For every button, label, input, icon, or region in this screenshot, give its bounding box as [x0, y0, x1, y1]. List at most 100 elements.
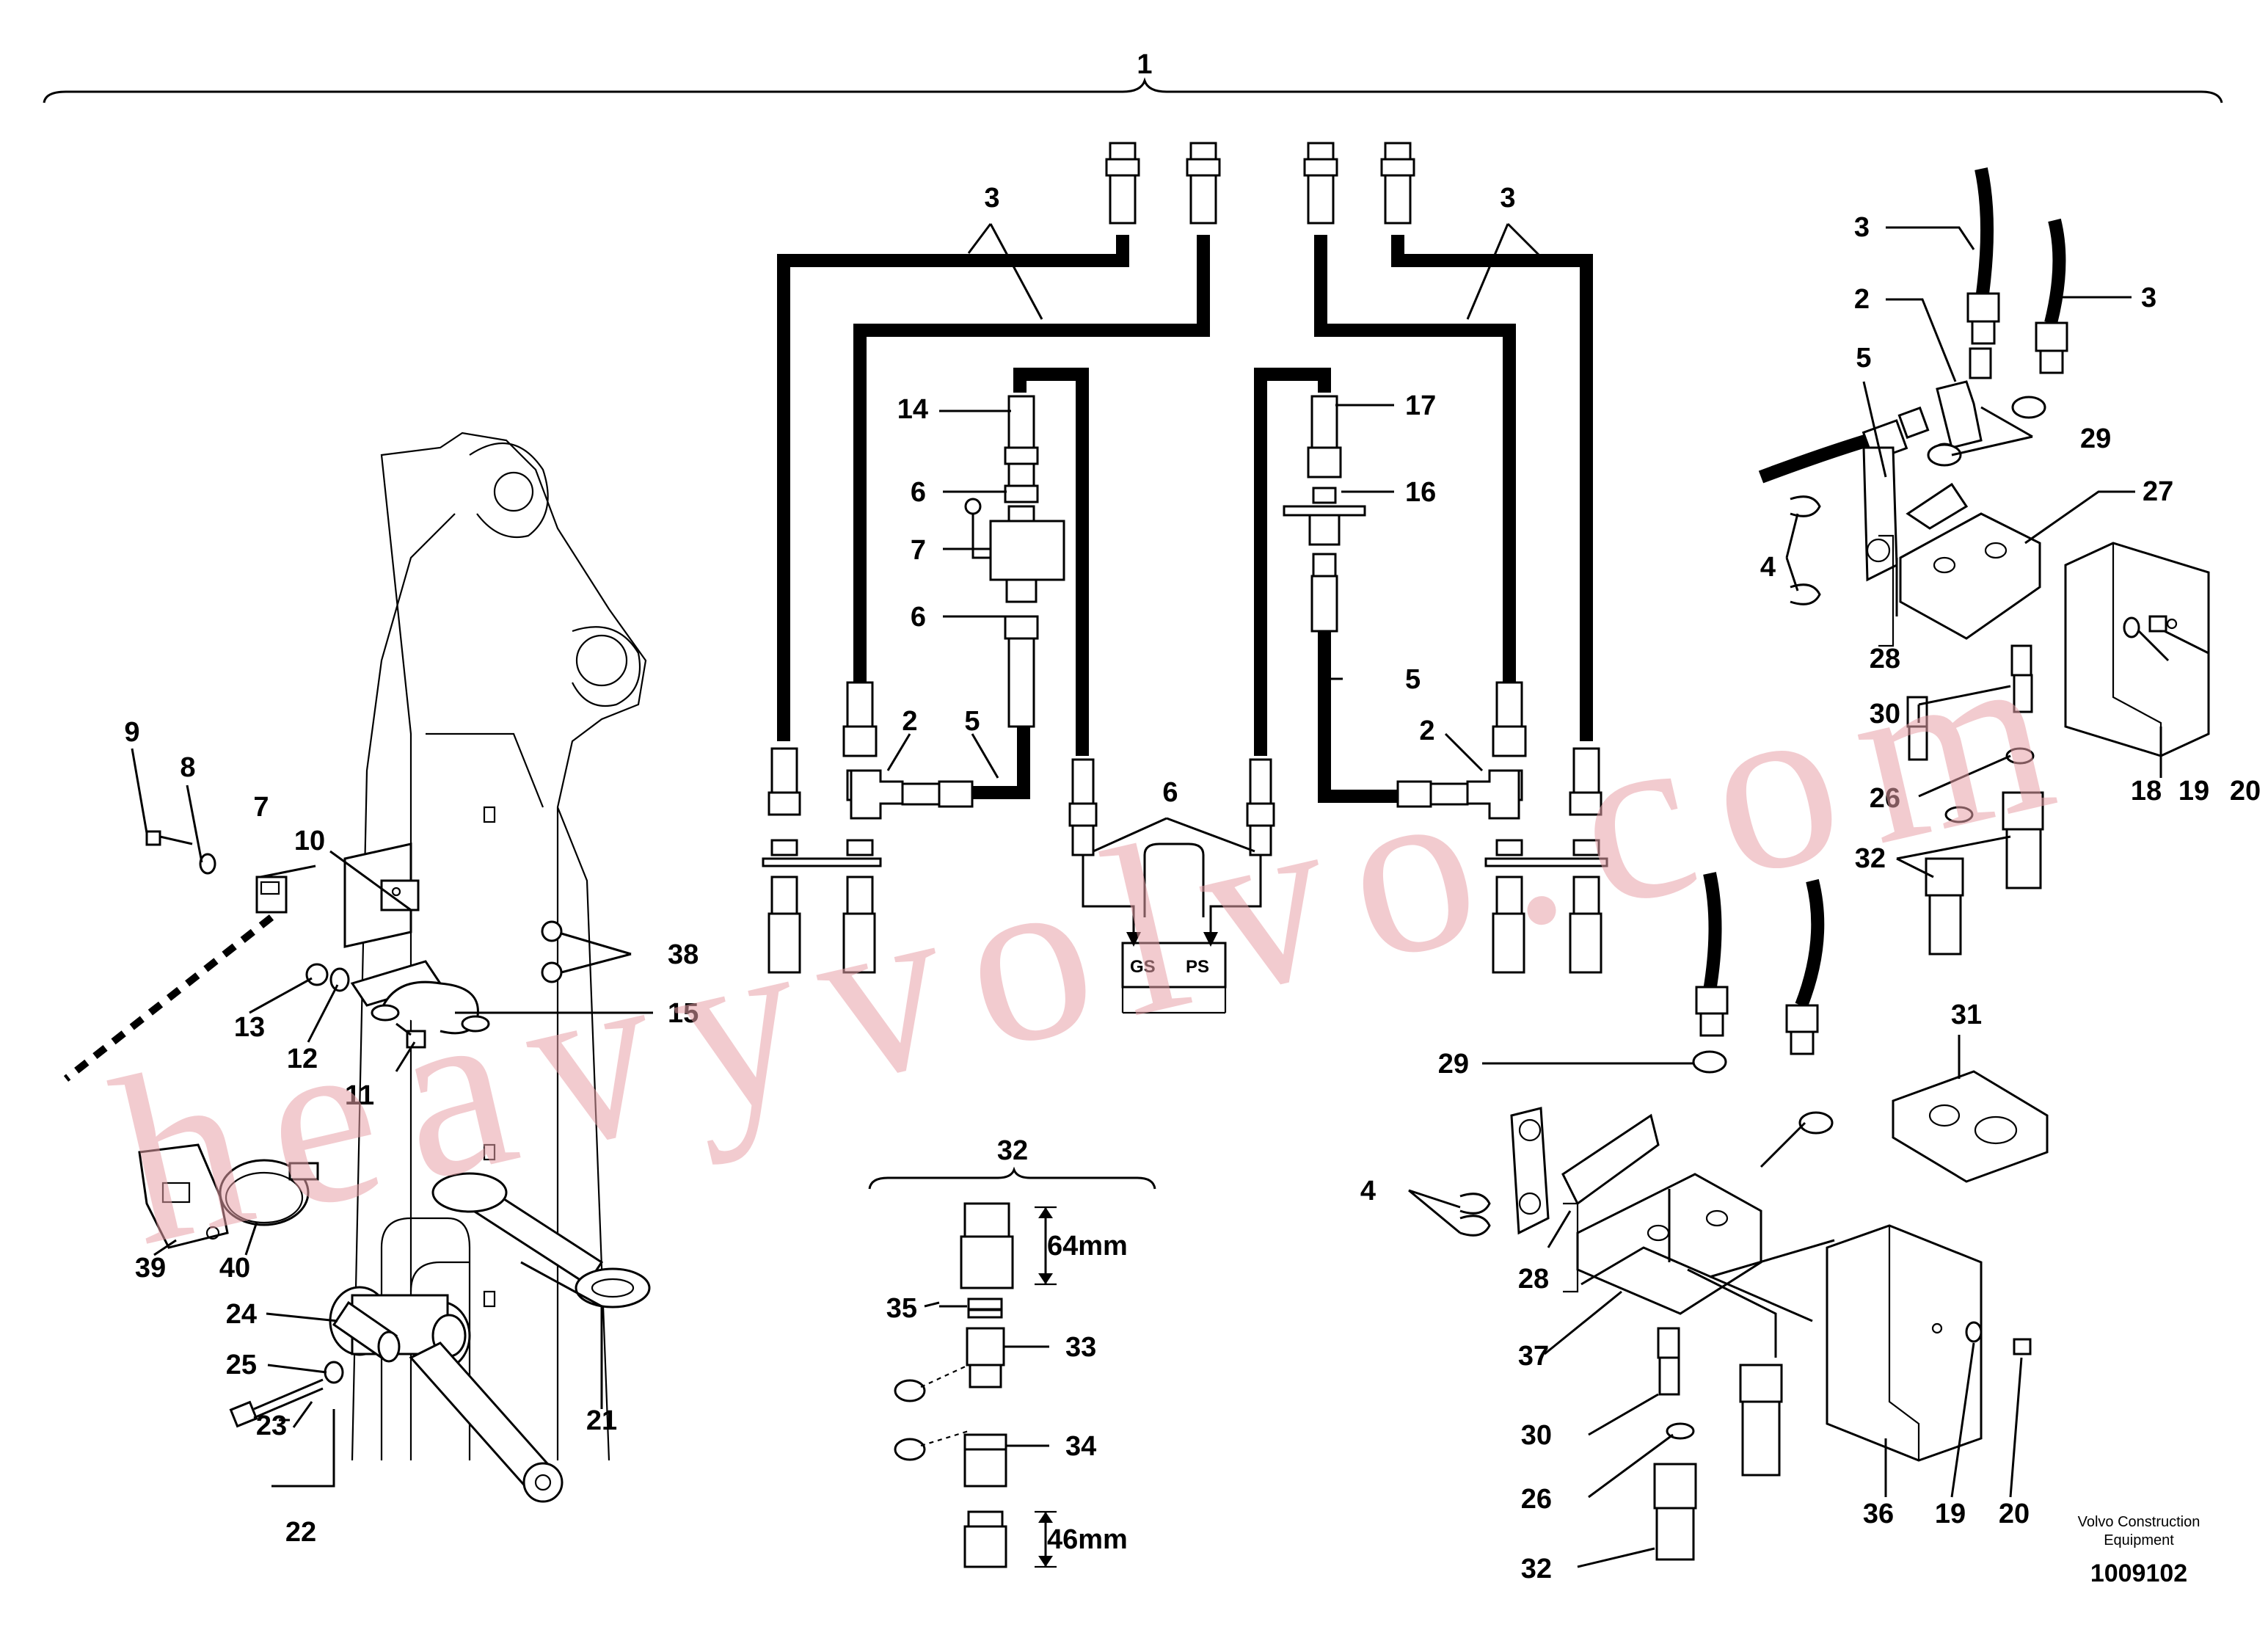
- callout-13: 13: [234, 1012, 265, 1043]
- pin-21: [431, 1172, 651, 1308]
- callout-30-lr: 30: [1521, 1420, 1552, 1451]
- callout-4-ur: 4: [1760, 552, 1776, 583]
- washer-12: [329, 967, 350, 992]
- callout-29-ur: 29: [2080, 423, 2111, 454]
- publisher-line1: Volvo Construction: [2078, 1514, 2200, 1530]
- callout-14: 14: [897, 394, 928, 425]
- callout-39: 39: [135, 1253, 166, 1284]
- callout-28-lr: 28: [1518, 1264, 1549, 1295]
- nuts-38: [541, 920, 563, 983]
- callout-19-ur: 19: [2178, 776, 2209, 807]
- bracket-10: [343, 842, 420, 948]
- publisher-block: Volvo Construction Equipment 1009102: [2078, 1514, 2200, 1587]
- valve-label-ps: PS: [1186, 957, 1209, 977]
- assembly-bracket: [43, 77, 2223, 103]
- callout-numbers: 1 3 3 3 3 2 5 29 27 4 28 30 26 32 18 19 …: [124, 49, 2261, 1584]
- right-lower-assembly: [1459, 872, 2049, 1561]
- callout-3-left: 3: [984, 183, 999, 214]
- valve-assembly-left: [964, 395, 1065, 728]
- callout-18: 18: [2131, 776, 2162, 807]
- callout-22: 22: [285, 1517, 316, 1548]
- callout-11: 11: [345, 1080, 374, 1111]
- callout-4-lr: 4: [1360, 1176, 1376, 1206]
- callout-2-ur: 2: [1854, 284, 1870, 315]
- callout-38: 38: [668, 939, 699, 970]
- callout-15: 15: [668, 998, 699, 1029]
- callout-6-upper: 6: [911, 477, 926, 508]
- callout-27: 27: [2143, 476, 2173, 507]
- valve-7-small: [255, 876, 288, 914]
- callout-30-ur: 30: [1870, 699, 1900, 729]
- top-hose-fittings: [1105, 142, 1415, 225]
- callout-1: 1: [1137, 49, 1152, 80]
- callout-5-right: 5: [1405, 664, 1421, 695]
- callout-8: 8: [180, 752, 195, 783]
- tee-fitting-2-right: [1396, 769, 1520, 820]
- control-valve-gs-ps: GS PS: [1068, 758, 1275, 1014]
- callout-32-lr: 32: [1521, 1554, 1552, 1584]
- coupling-detail-32: [868, 1166, 1156, 1568]
- callout-5-ur: 5: [1856, 343, 1871, 374]
- pin-24: [332, 1300, 401, 1363]
- right-upper-assembly: [1758, 167, 2210, 956]
- callout-26-ur: 26: [1870, 783, 1900, 814]
- callout-6-valve: 6: [1162, 777, 1178, 808]
- callout-16: 16: [1405, 477, 1436, 508]
- bolt-9: [145, 830, 193, 846]
- callout-3-right: 3: [1500, 183, 1515, 214]
- callout-20-ur: 20: [2230, 776, 2261, 807]
- leader-lines: [131, 222, 2209, 1568]
- callout-34: 34: [1065, 1431, 1096, 1462]
- callout-23: 23: [256, 1411, 287, 1441]
- valve-label-gs: GS: [1130, 957, 1156, 977]
- cylinder-clamp-assembly: [329, 1286, 564, 1503]
- clamp-15: [371, 980, 490, 1035]
- callout-2-right: 2: [1419, 716, 1434, 746]
- publisher-line2: Equipment: [2104, 1532, 2174, 1548]
- callout-3-ur-b: 3: [2141, 283, 2156, 313]
- detail-dashed-leader: [63, 914, 274, 1082]
- callout-17: 17: [1405, 390, 1436, 421]
- callout-35: 35: [886, 1293, 917, 1324]
- boom-arm-outline: [351, 432, 647, 1461]
- washer-8: [199, 853, 216, 875]
- callout-9: 9: [124, 717, 139, 748]
- nut-13: [305, 963, 329, 986]
- washer-25: [324, 1361, 344, 1384]
- dimension-lower: 46mm: [1047, 1524, 1128, 1555]
- callout-26-lr: 26: [1521, 1484, 1552, 1515]
- callout-2-left: 2: [902, 706, 917, 737]
- watermark-text: heavyvolvo.com: [94, 586, 2101, 1296]
- callout-29-lr: 29: [1438, 1049, 1469, 1080]
- callout-19-lr: 19: [1935, 1499, 1966, 1529]
- callout-31: 31: [1951, 1000, 1982, 1030]
- callout-20-lr: 20: [1999, 1499, 2030, 1529]
- callout-6-lower: 6: [911, 602, 926, 633]
- callout-33: 33: [1065, 1332, 1096, 1363]
- callout-36: 36: [1863, 1499, 1894, 1529]
- callout-32-detail: 32: [997, 1135, 1028, 1166]
- callout-7-small: 7: [253, 792, 269, 823]
- bolt-11: [395, 1022, 426, 1049]
- callout-37: 37: [1518, 1341, 1549, 1372]
- callout-24: 24: [226, 1299, 257, 1330]
- callout-40: 40: [219, 1253, 250, 1284]
- lower-hose-fittings-left: [762, 681, 882, 974]
- dimension-upper: 64mm: [1047, 1231, 1128, 1262]
- callout-5-left: 5: [964, 706, 980, 737]
- callout-21: 21: [586, 1405, 617, 1436]
- callout-12: 12: [287, 1044, 318, 1074]
- callout-10: 10: [294, 826, 325, 856]
- clamp-40: [219, 1159, 319, 1226]
- bracket-39: [138, 1143, 229, 1249]
- bolt-23: [229, 1378, 324, 1428]
- callout-3-ur-a: 3: [1854, 212, 1870, 243]
- fittings-right-17-16: [1283, 395, 1366, 633]
- callout-32-ur: 32: [1855, 843, 1886, 874]
- callout-25: 25: [226, 1350, 257, 1380]
- tee-fitting-2-left: [850, 769, 974, 820]
- drawing-number: 1009102: [2090, 1559, 2187, 1587]
- callout-7-valve: 7: [911, 535, 926, 566]
- callout-28-ur: 28: [1870, 644, 1900, 674]
